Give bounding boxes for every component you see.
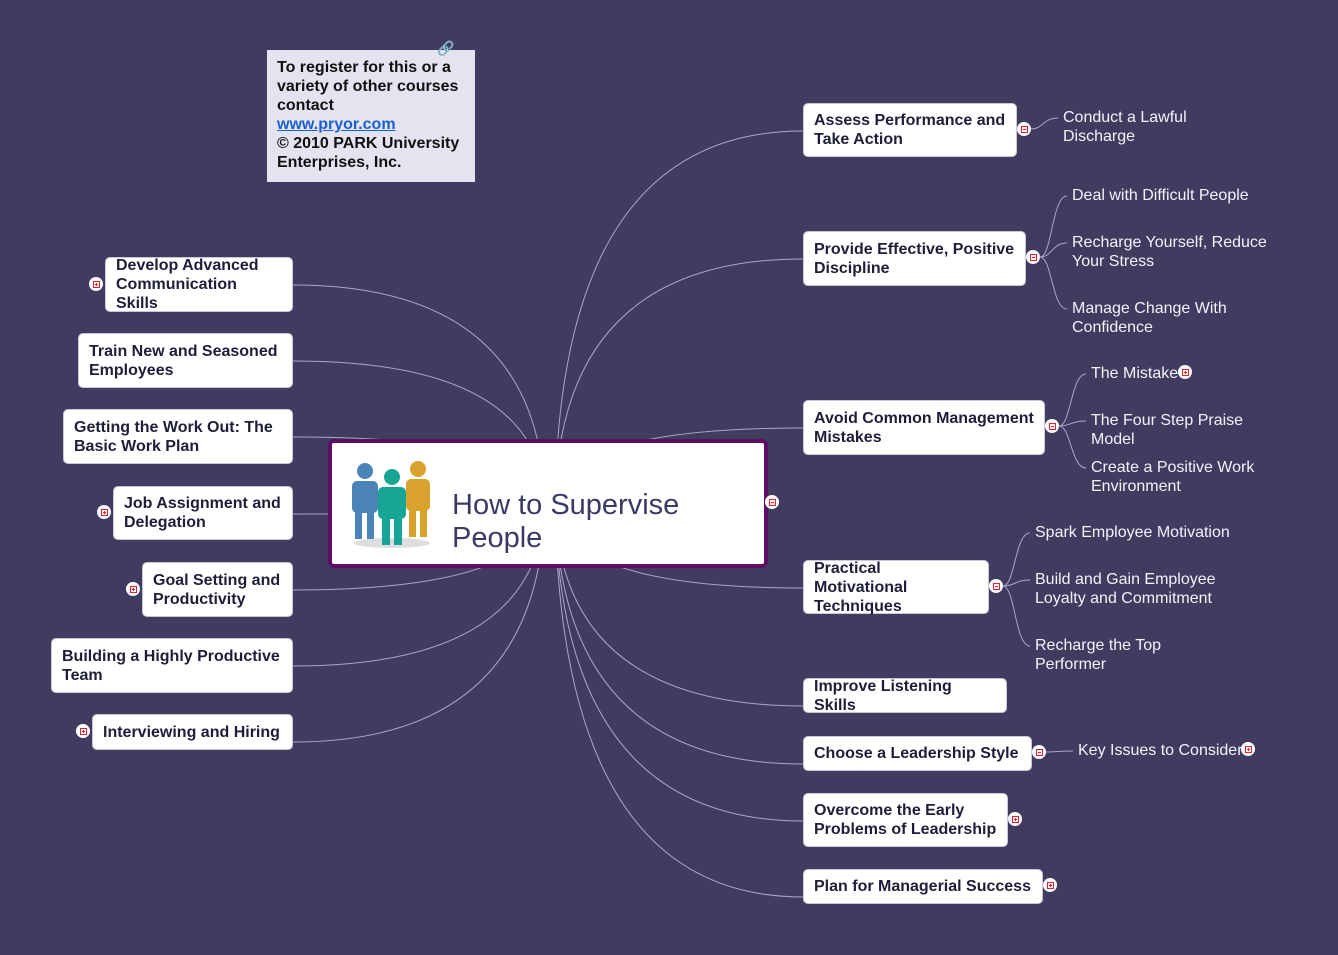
expand-icon [1011,815,1019,823]
connector [554,502,804,898]
topic-label: Assess Performance and Take Action [814,112,1006,148]
expand-icon [100,508,108,516]
connector [1058,420,1087,427]
collapse-icon [1020,125,1028,133]
expand-icon [1181,368,1189,376]
topic-node[interactable]: Building a Highly Productive Team [51,638,293,693]
topic-toggle[interactable] [76,724,90,738]
topic-node[interactable]: Avoid Common Management Mistakes [803,400,1045,455]
collapse-icon [1035,748,1043,756]
central-topic-toggle[interactable] [765,495,779,509]
topic-toggle[interactable] [1045,419,1059,433]
note-text: To register for this or a variety of oth… [277,59,459,114]
topic-label: Overcome the Early Problems of Leadershi… [814,802,997,838]
topic-toggle[interactable] [1043,878,1057,892]
subtopic[interactable]: Create a Positive Work Environment [1091,459,1255,495]
topic-label: Avoid Common Management Mistakes [814,409,1034,446]
connector [554,502,804,822]
connector [1058,425,1087,469]
link-icon: 🔗 [437,40,455,56]
connector [1039,242,1068,258]
topic-label: Getting the Work Out: The Basic Work Pla… [74,418,273,455]
topic-label: Train New and Seasoned Employees [89,342,278,379]
connector [1002,579,1031,587]
topic-label: Practical Motivational Techniques [814,559,908,615]
people-icon [352,461,430,548]
topic-node[interactable]: Choose a Leadership Style [803,736,1032,771]
topic-node[interactable]: Provide Effective, Positive Discipline [803,231,1026,286]
connector [554,502,804,765]
central-topic[interactable]: How to Supervise People [328,439,768,568]
topic-node[interactable]: Develop Advanced Communication Skills [105,257,293,312]
topic-label: Job Assignment and Delegation [124,495,281,531]
expand-icon [92,280,100,288]
topic-label: Improve Listening Skills [814,677,952,714]
subtopic[interactable]: Manage Change With Confidence [1072,300,1227,336]
pryor-link[interactable]: www.pryor.com [277,116,396,133]
subtopic[interactable]: Deal with Difficult People [1072,187,1249,204]
connector [554,130,804,504]
topic-toggle[interactable] [1026,250,1040,264]
connector [1030,117,1059,130]
subtopic[interactable]: The Mistake [1091,365,1179,382]
collapse-icon [768,498,776,506]
topic-label: Develop Advanced Communication Skills [116,257,259,312]
copyright-text: © 2010 PARK University Enterprises, Inc. [277,135,460,171]
topic-node[interactable]: Train New and Seasoned Employees [78,333,293,388]
connector [1039,195,1068,258]
topic-label: Plan for Managerial Success [814,878,1031,895]
subtopic-toggle[interactable] [1178,365,1192,379]
topic-node[interactable]: Improve Listening Skills [803,677,1007,714]
topic-node[interactable]: Job Assignment and Delegation [113,486,293,540]
subtopic[interactable]: Recharge Yourself, Reduce Your Stress [1072,234,1267,270]
subtopic[interactable]: Spark Employee Motivation [1035,524,1230,541]
expand-icon [1244,745,1252,753]
subtopic[interactable]: Key Issues to Consider [1078,742,1243,759]
registration-note: To register for this or a variety of oth… [267,50,475,182]
connector [1045,750,1074,753]
topic-toggle[interactable] [89,277,103,291]
subtopic[interactable]: Recharge the Top Performer [1035,637,1162,673]
expand-icon [79,727,87,735]
topic-toggle[interactable] [126,582,140,596]
topic-label: Choose a Leadership Style [814,745,1019,762]
topic-node[interactable]: Assess Performance and Take Action [803,103,1017,157]
topic-node[interactable]: Interviewing and Hiring [92,714,293,750]
topic-node[interactable]: Goal Setting and Productivity [142,562,293,617]
topic-node[interactable]: Overcome the Early Problems of Leadershi… [803,793,1008,847]
topic-node[interactable]: Plan for Managerial Success [803,869,1043,904]
topic-toggle[interactable] [1032,745,1046,759]
collapse-icon [992,582,1000,590]
collapse-icon [1029,253,1037,261]
topic-label: Building a Highly Productive Team [62,647,280,684]
connector [1039,256,1068,310]
connector [1002,585,1031,647]
topic-toggle[interactable] [1017,122,1031,136]
expand-icon [129,585,137,593]
topic-node[interactable]: Getting the Work Out: The Basic Work Pla… [63,409,293,464]
connector [1058,373,1087,427]
expand-icon [1046,881,1054,889]
topic-toggle[interactable] [989,579,1003,593]
topic-toggle[interactable] [97,505,111,519]
subtopic[interactable]: The Four Step Praise Model [1091,412,1244,448]
topic-toggle[interactable] [1008,812,1022,826]
topic-label: Interviewing and Hiring [103,723,280,741]
topic-label: Provide Effective, Positive Discipline [814,240,1015,277]
topic-node[interactable]: Practical Motivational Techniques [803,559,989,615]
subtopic-toggle[interactable] [1241,742,1255,756]
subtopic[interactable]: Build and Gain Employee Loyalty and Comm… [1035,571,1216,607]
connector [1002,532,1031,587]
topic-label: Goal Setting and Productivity [153,571,281,608]
collapse-icon [1048,422,1056,430]
central-topic-title: How to Supervise People [452,489,680,554]
subtopic[interactable]: Conduct a Lawful Discharge [1063,109,1187,145]
